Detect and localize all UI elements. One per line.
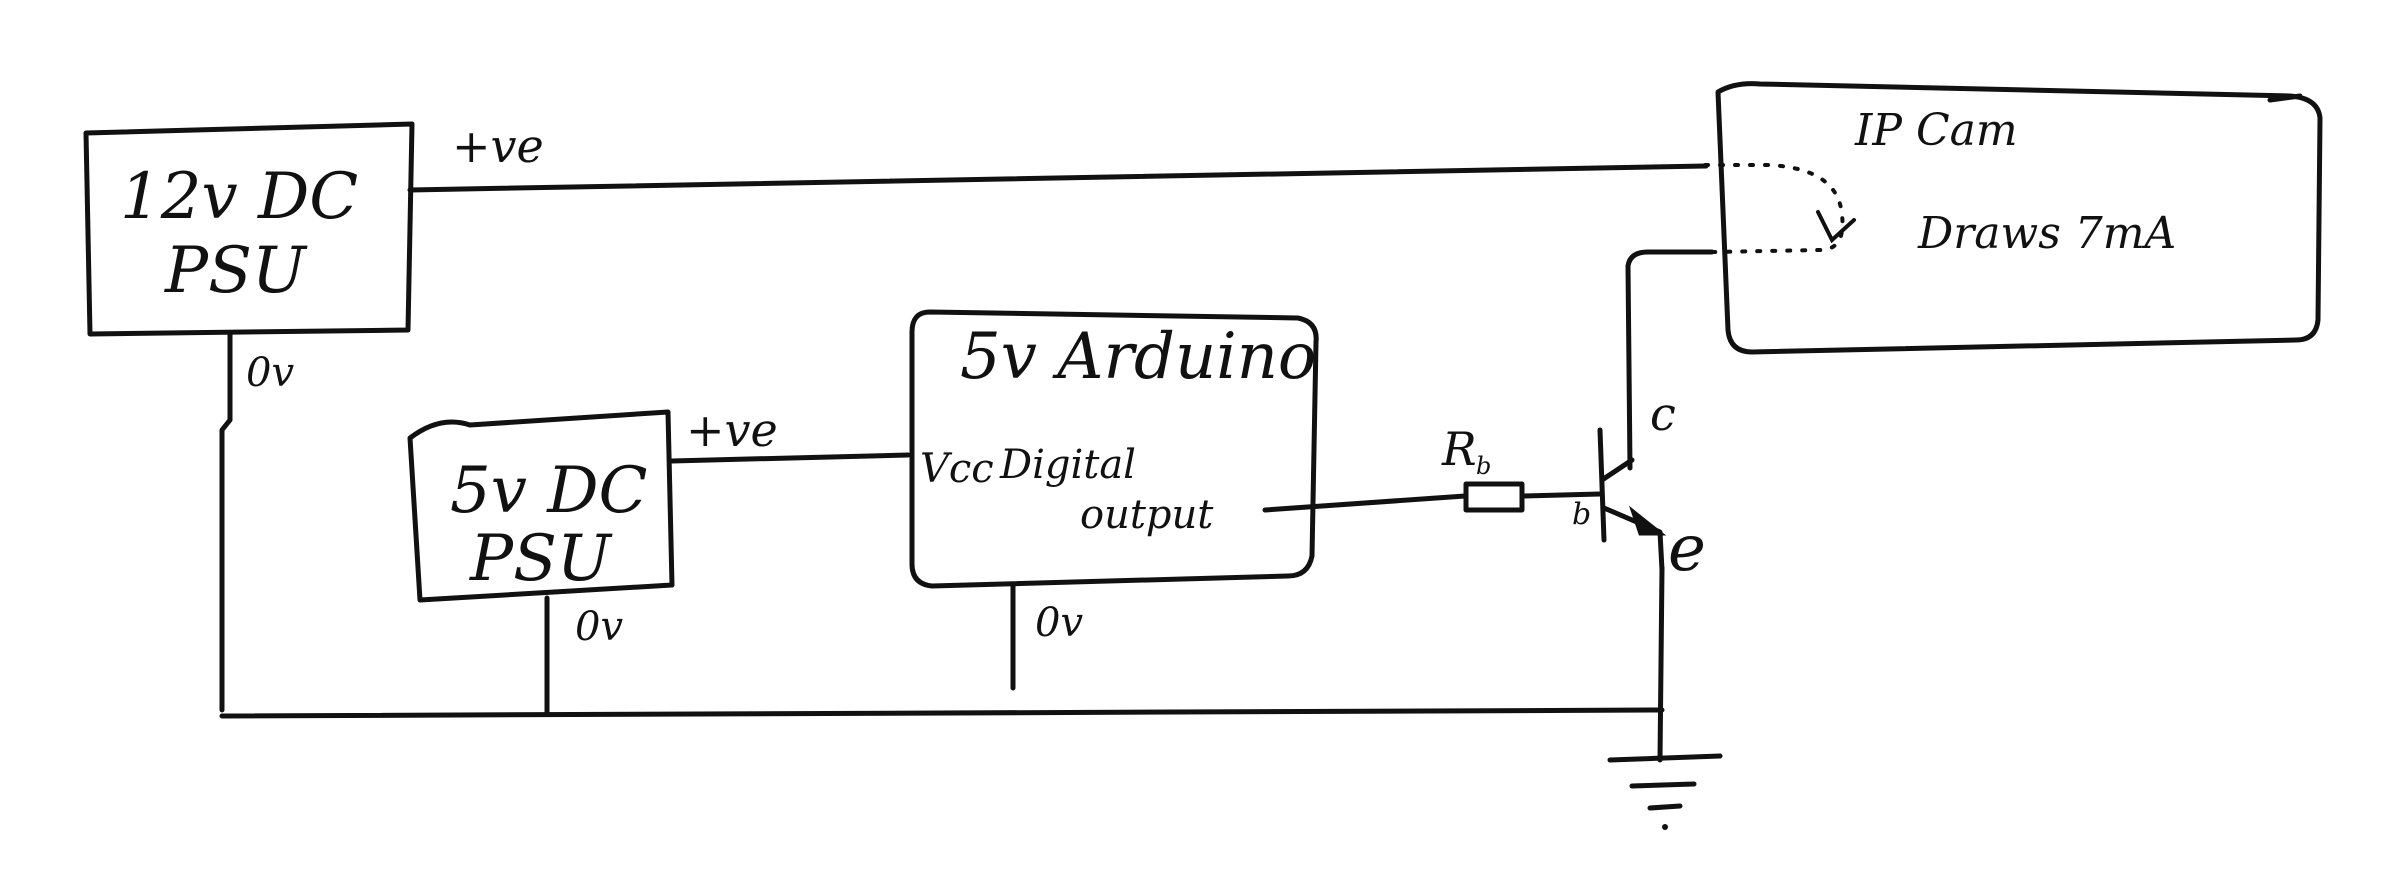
psu-5v: 5v DC PSU <box>407 409 675 603</box>
wire-emitter-to-ground <box>1657 565 1665 763</box>
transistor-collector-leg <box>1599 457 1635 483</box>
transistor-emitter-label: e <box>1668 512 1706 586</box>
psu-12v-label-line1: 12v DC <box>120 160 358 234</box>
psu-12v: 12v DC PSU <box>83 121 415 337</box>
psu-12v-box <box>83 121 415 337</box>
transistor-base-label: b <box>1572 497 1591 532</box>
ground-symbol <box>1607 753 1723 830</box>
label-arduino-ground: 0v <box>1035 600 1083 646</box>
psu-5v-box <box>407 409 675 603</box>
arduino-vcc-label: Vcc <box>920 446 994 492</box>
resistor-subscript: b <box>1476 452 1491 480</box>
ip-cam-title: IP Cam <box>1854 105 2018 156</box>
resistor-label: R <box>1441 422 1477 476</box>
npn-transistor: c b e <box>1572 387 1706 586</box>
wire-output-to-resistor <box>1262 493 1468 513</box>
ground-line-1 <box>1607 753 1723 763</box>
ground-line-2 <box>1629 781 1697 789</box>
wire-12v-ground <box>219 331 233 713</box>
label-12v-positive: +ve <box>452 119 544 173</box>
wire-5v-positive <box>669 452 911 464</box>
arduino-output-label: output <box>1080 492 1214 538</box>
ip-cam-draw-note: Draws 7mA <box>1917 208 2176 259</box>
arduino-title: 5v Arduino <box>960 320 1316 394</box>
ground-dot <box>1662 824 1668 830</box>
arduino-box <box>909 309 1319 589</box>
ip-cam: IP Cam Draws 7mA <box>1703 81 2323 355</box>
label-5v-ground: 0v <box>575 604 623 650</box>
label-12v-ground: 0v <box>246 350 294 396</box>
transistor-collector-label: c <box>1650 387 1676 441</box>
transistor-base-bar <box>1597 427 1607 543</box>
psu-12v-label-line2: PSU <box>164 234 308 308</box>
psu-5v-label-line2: PSU <box>469 522 613 596</box>
arduino: 5v Arduino Vcc Digital output <box>909 309 1319 589</box>
transistor-emitter-arrow <box>1628 505 1667 536</box>
arduino-digital-label: Digital <box>999 442 1136 488</box>
resistor: R b <box>1441 422 1525 513</box>
ground-rail <box>219 707 1665 719</box>
ip-cam-box-tick <box>2267 93 2303 103</box>
ip-cam-arrow-head <box>1816 210 1856 244</box>
wire-resistor-to-base <box>1519 491 1603 499</box>
wire-12v-positive <box>407 163 1709 193</box>
ground-line-3 <box>1647 803 1683 811</box>
ip-cam-internal-path <box>1703 163 1845 254</box>
resistor-body <box>1463 481 1525 513</box>
wire-collector-to-cam <box>1625 249 1715 471</box>
ip-cam-box <box>1715 81 2323 355</box>
psu-5v-label-line1: 5v DC <box>450 454 648 528</box>
label-5v-positive: +ve <box>686 403 778 457</box>
wires <box>219 163 1715 763</box>
wire-labels: +ve 0v +ve 0v 0v <box>246 119 1083 650</box>
